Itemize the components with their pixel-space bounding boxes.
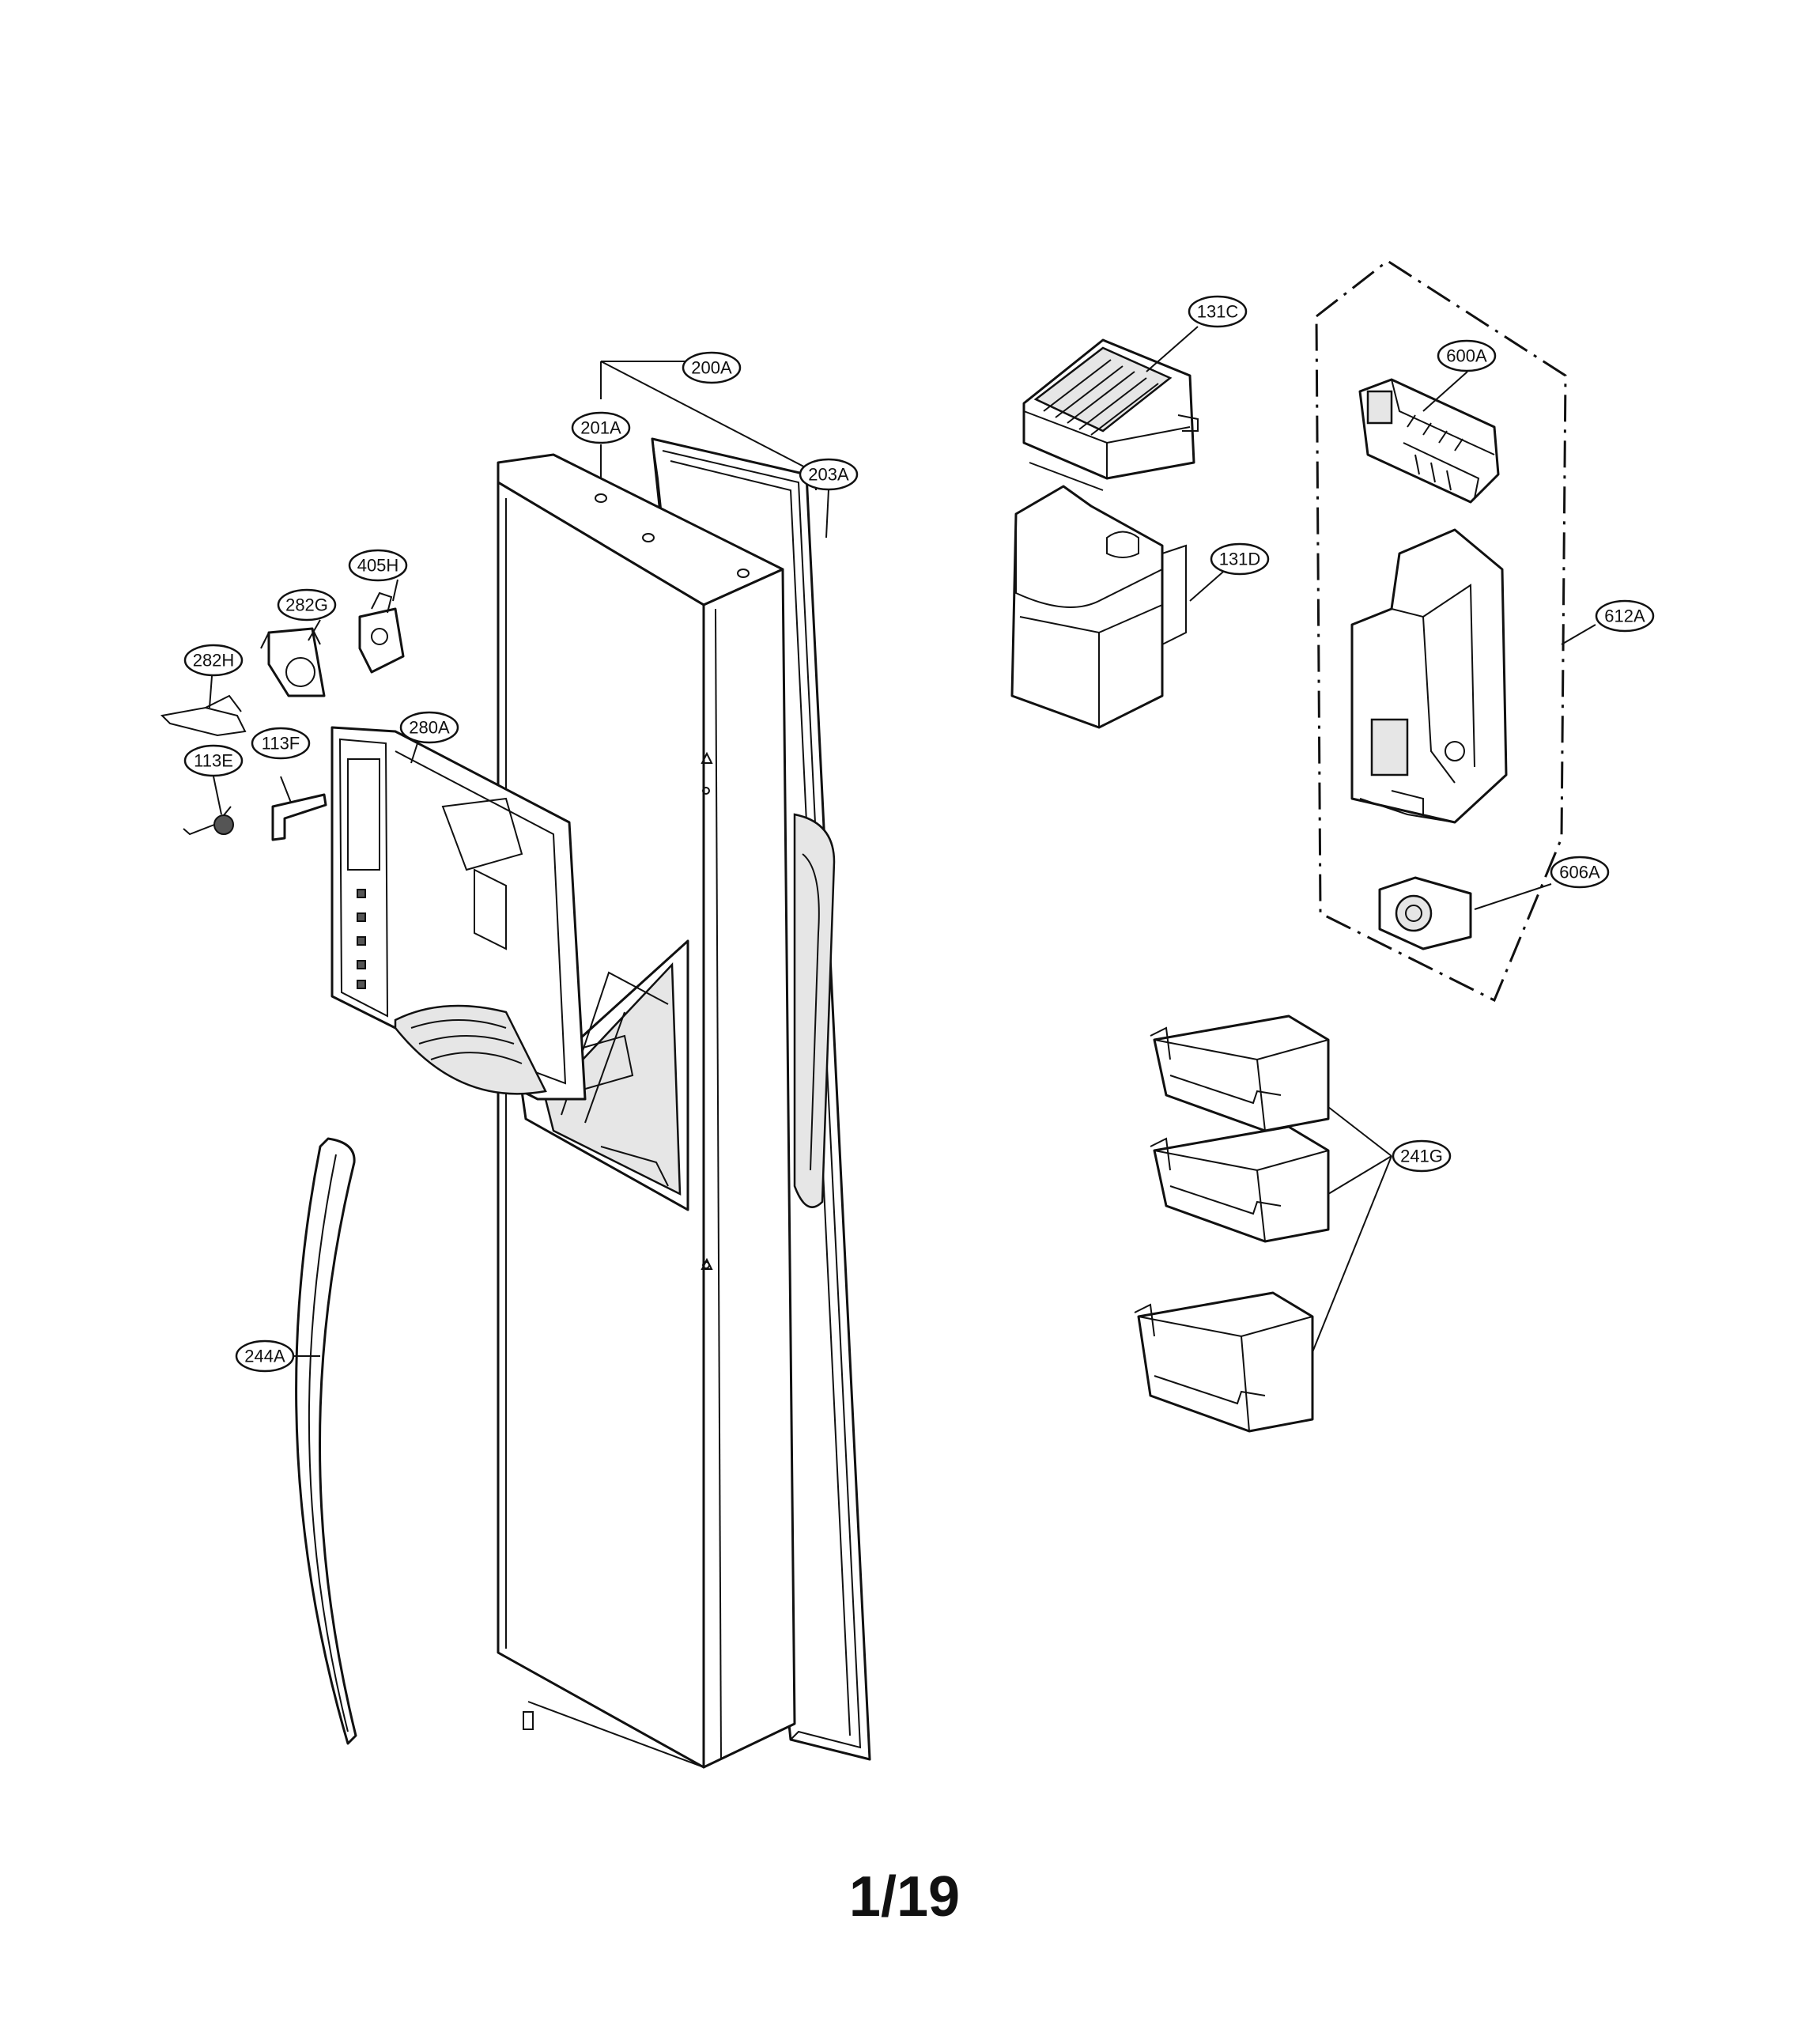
- callout-600A: 600A: [1437, 339, 1497, 372]
- bracket-113F-part: [271, 793, 327, 841]
- svg-text:203A: 203A: [808, 465, 849, 485]
- svg-text:405H: 405H: [357, 556, 399, 576]
- ice-bin-131D-part: [1010, 485, 1187, 729]
- switch-405H-part: [358, 591, 405, 674]
- duct-cover-131C-part: [1022, 338, 1199, 491]
- callout-131C: 131C: [1188, 295, 1248, 328]
- svg-text:241G: 241G: [1400, 1147, 1443, 1166]
- svg-text:612A: 612A: [1604, 606, 1645, 626]
- callout-113F: 113F: [251, 727, 311, 760]
- svg-text:113E: 113E: [194, 751, 233, 771]
- svg-text:244A: 244A: [244, 1347, 285, 1366]
- icemaker-600A-part: [1358, 378, 1500, 504]
- callout-405H: 405H: [348, 549, 408, 582]
- lever-282H-part: [160, 694, 247, 737]
- callout-280A: 280A: [399, 711, 459, 744]
- door-handle-part: [295, 1137, 357, 1745]
- refrigerator-door-part: [497, 453, 836, 1769]
- callout-241G: 241G: [1392, 1139, 1452, 1173]
- door-bin-bottom-part: [1134, 1291, 1314, 1433]
- callout-282H: 282H: [183, 644, 244, 677]
- door-bin-middle-part: [1150, 1125, 1330, 1243]
- svg-text:131C: 131C: [1197, 302, 1239, 322]
- svg-text:282H: 282H: [193, 651, 235, 671]
- door-bin-top-part: [1150, 1014, 1330, 1132]
- callout-282G: 282G: [277, 588, 337, 622]
- callout-244A: 244A: [235, 1339, 295, 1373]
- svg-text:282G: 282G: [285, 595, 328, 615]
- callout-113E: 113E: [183, 744, 244, 777]
- callout-201A: 201A: [571, 411, 631, 444]
- callout-200A: 200A: [682, 351, 742, 384]
- svg-text:600A: 600A: [1446, 346, 1487, 366]
- dispenser-cover-part: [330, 726, 587, 1101]
- svg-text:280A: 280A: [409, 718, 450, 738]
- page-number: 1/19: [848, 1865, 961, 1929]
- svg-text:113F: 113F: [262, 734, 300, 754]
- callout-131D: 131D: [1210, 542, 1270, 576]
- lever-282G-part: [260, 627, 326, 697]
- svg-text:131D: 131D: [1219, 550, 1261, 569]
- svg-text:606A: 606A: [1559, 863, 1600, 882]
- callout-203A: 203A: [799, 458, 859, 491]
- spring-113E-part: [183, 806, 234, 836]
- callout-606A: 606A: [1550, 856, 1610, 889]
- callout-612A: 612A: [1595, 599, 1655, 633]
- svg-text:201A: 201A: [580, 418, 621, 438]
- icemaker-housing-part: [1350, 528, 1508, 824]
- motor-606A-part: [1378, 876, 1472, 950]
- svg-text:200A: 200A: [691, 358, 732, 378]
